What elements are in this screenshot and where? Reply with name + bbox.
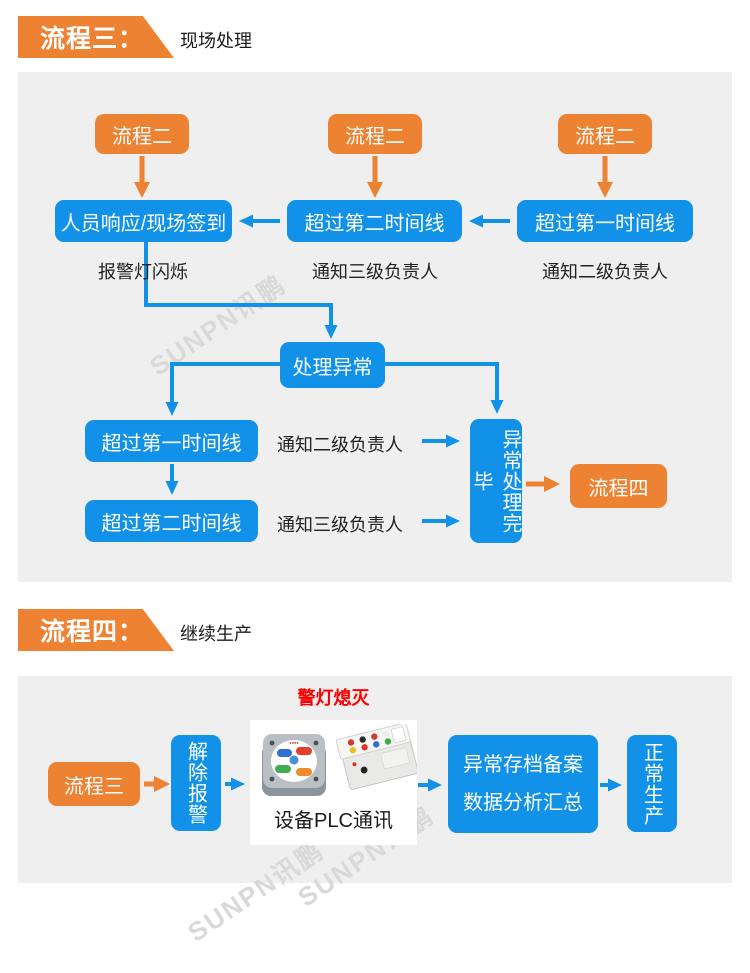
flow4-normal-box: 正常生产 (627, 735, 677, 832)
flow3-source-1: 流程二 (95, 114, 189, 154)
flow4-device-label: 设备PLC通讯 (274, 810, 393, 832)
flow3-header-ribbon: 流程三： (18, 16, 174, 58)
flow3-note-level2: 通知二级负责人 (542, 262, 668, 282)
flow4-title: 继续生产 (180, 624, 252, 644)
flow4-archive-line2: 数据分析汇总 (463, 792, 583, 814)
flow3-note-level3: 通知三级负责人 (312, 262, 438, 282)
flow4-device-box: ●●●● (250, 720, 417, 845)
flow4-release-box: 解除报警 (171, 735, 221, 831)
flow4-badge: 流程四： (40, 618, 145, 646)
branch-handle-to-timeline1 (165, 362, 280, 416)
flow4-panel: SUNPN讯鹏 SUNPN讯鹏 警灯熄灭 流程三 解除报警 (18, 676, 732, 948)
flow3-timeline1-box: 超过第一时间线 (85, 420, 258, 462)
flow3-timeline2-box: 超过第二时间线 (85, 500, 258, 542)
flow3-timeline1-note: 通知二级负责人 (277, 435, 403, 455)
flow3-step-respond: 人员响应/现场签到 (55, 200, 232, 242)
flow3-step-timeline1: 超过第一时间线 (517, 200, 693, 242)
flow3-next-box: 流程四 (570, 464, 667, 508)
flow4-source-box: 流程三 (48, 762, 140, 806)
flow3-note-alarm-flash: 报警灯闪烁 (98, 262, 188, 282)
flow4-header-ribbon: 流程四： (18, 609, 174, 651)
plc-device-image: ●●●● (262, 724, 417, 796)
flow3-panel: SUNPN讯鹏 流程二 流程二 流程二 (18, 72, 732, 582)
flow3-timeline2-note: 通知三级负责人 (277, 515, 403, 535)
branch-handle-to-done (385, 362, 504, 414)
svg-text:●●●●: ●●●● (289, 740, 299, 745)
flow3-done-box: 异常处理完毕 (470, 419, 522, 543)
flow3-source-2: 流程二 (328, 114, 422, 154)
flow4-archive-box: 异常存档备案 数据分析汇总 (448, 735, 598, 833)
flow3-badge: 流程三： (40, 25, 145, 53)
flow3-source-3: 流程二 (558, 114, 652, 154)
flow4-archive-line1: 异常存档备案 (463, 754, 583, 776)
flow4-alarm-off-label: 警灯熄灭 (297, 688, 370, 708)
flow3-connectors (134, 156, 613, 528)
elbow-step1-to-handle (144, 242, 338, 339)
flow3-step-timeline2: 超过第二时间线 (287, 200, 462, 242)
flow4-connectors (144, 776, 622, 792)
flow3-title: 现场处理 (180, 31, 252, 51)
flow3-handle-exception: 处理异常 (280, 342, 385, 388)
